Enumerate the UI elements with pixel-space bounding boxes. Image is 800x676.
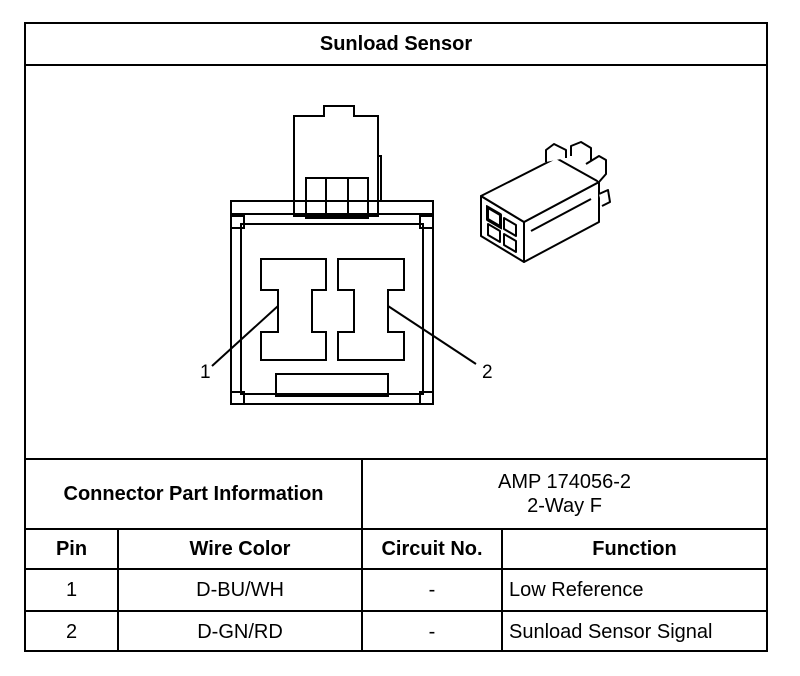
connector-description: 2-Way F xyxy=(527,495,602,517)
callout-leader-1 xyxy=(211,305,279,367)
diagram-title: Sunload Sensor xyxy=(26,24,766,66)
terminal-cavity-1 xyxy=(260,258,327,361)
row-1-circuit-no: - xyxy=(361,568,504,612)
row-1-pin: 1 xyxy=(26,568,119,612)
callout-1: 1 xyxy=(200,362,211,383)
row-1-wire-color: D-BU/WH xyxy=(116,568,364,612)
row-1-function: Low Reference xyxy=(501,568,767,612)
row-2-wire-color: D-GN/RD xyxy=(116,610,364,652)
row-2-circuit-no: - xyxy=(361,610,504,652)
callout-leader-2 xyxy=(387,305,477,365)
connector-part-number: AMP 174056-2 xyxy=(497,471,632,493)
header-function: Function xyxy=(501,528,767,570)
table-row: 1 D-BU/WH - Low Reference xyxy=(26,568,767,612)
row-2-function: Sunload Sensor Signal xyxy=(501,610,767,652)
callout-2: 2 xyxy=(482,362,493,383)
header-pin: Pin xyxy=(26,528,119,570)
table-header-row: Pin Wire Color Circuit No. Function xyxy=(26,528,767,570)
connector-info-table: Connector Part Information AMP 174056-2 … xyxy=(26,458,767,652)
connector-diagram-frame: Sunload Sensor xyxy=(24,22,768,652)
table-row: 2 D-GN/RD - Sunload Sensor Signal xyxy=(26,610,767,652)
header-wire-color: Wire Color xyxy=(116,528,364,570)
connector-part-info-row: Connector Part Information AMP 174056-2 … xyxy=(26,458,767,530)
connector-figure: 1 2 xyxy=(26,66,766,458)
connector-face-view: 1 2 xyxy=(200,105,611,405)
connector-isometric-view xyxy=(480,141,611,263)
terminal-cavity-2 xyxy=(337,258,405,361)
header-circuit-no: Circuit No. xyxy=(361,528,504,570)
row-2-pin: 2 xyxy=(26,610,119,652)
connector-part-info-label: Connector Part Information xyxy=(26,458,364,530)
connector-part-info-value: AMP 174056-2 2-Way F xyxy=(361,458,767,530)
connector-bottom-slot xyxy=(275,373,389,397)
